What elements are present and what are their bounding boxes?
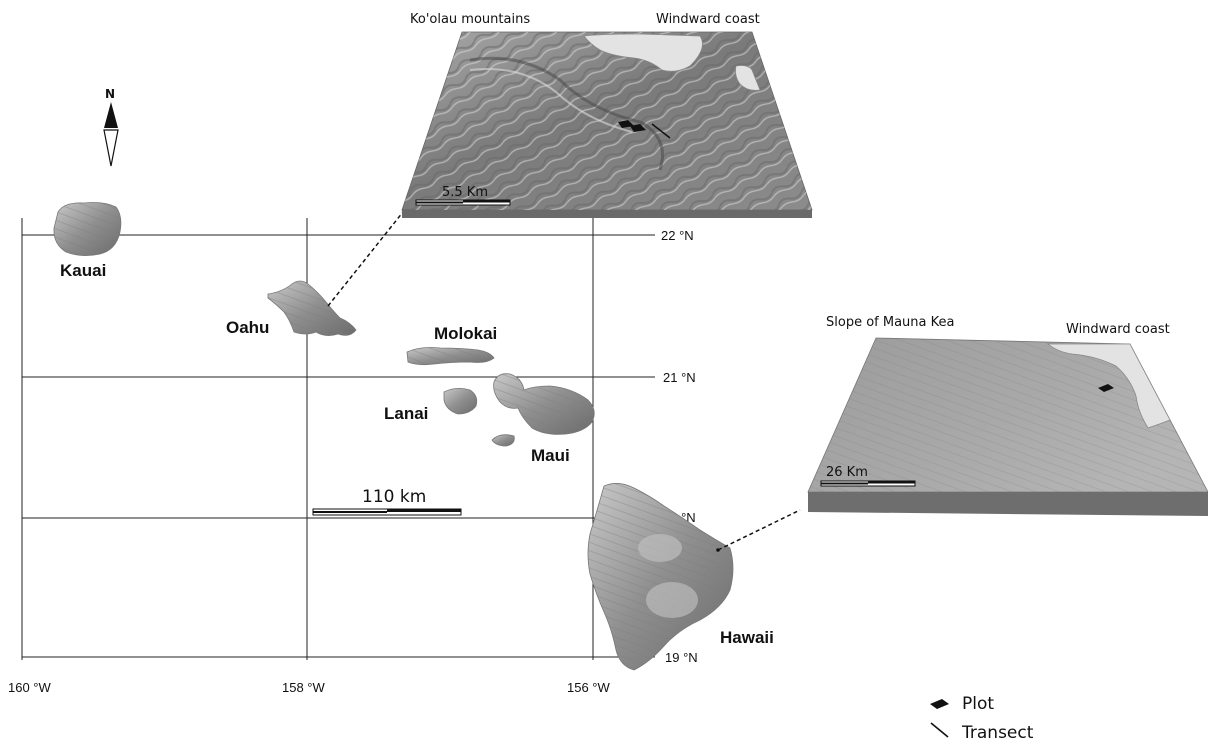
lon-label-158: 158 °W [282,680,326,695]
island-label-maui: Maui [531,446,570,465]
island-label-lanai: Lanai [384,404,428,423]
oahu-inset-left-caption: Ko'olau mountains [410,12,530,27]
legend-label-transect: Transect [961,723,1034,743]
island-hawaii [587,483,734,671]
legend: Plot Transect [930,694,1034,743]
graticule [21,218,655,660]
inset-oahu: 5.5 Km [401,31,813,218]
leader-line-oahu [327,211,404,307]
north-arrow-icon: N [103,87,119,167]
island-lanai [443,388,478,415]
hawaii-inset-right-caption: Windward coast [1066,322,1170,337]
lat-label-19: 19 °N [665,650,698,665]
hawaii-inset-scale-label: 26 Km [826,465,868,480]
island-label-hawaii: Hawaii [720,628,774,647]
main-scale-label: 110 km [362,487,426,507]
oahu-inset-right-caption: Windward coast [656,12,760,27]
island-oahu [267,280,357,336]
plot-marker [630,124,646,132]
plot-icon [930,699,949,709]
leader-line-hawaii [717,509,801,551]
inset-hawaii: 26 Km [807,337,1208,516]
plot-marker [1098,384,1114,392]
island-molokai [406,347,495,366]
lon-label-160: 160 °W [8,680,52,695]
island-kauai [53,202,122,256]
legend-label-plot: Plot [962,694,994,714]
island-label-oahu: Oahu [226,318,269,337]
legend-item-transect: Transect [930,722,1034,743]
transect-icon [930,722,949,738]
legend-item-plot: Plot [930,694,994,714]
hawaii-inset-left-caption: Slope of Mauna Kea [826,315,954,330]
lat-label-22: 22 °N [661,228,694,243]
north-arrow-label: N [105,87,115,101]
lat-label-21: 21 °N [663,370,696,385]
main-scale-bar: 110 km [312,487,462,516]
island-label-kauai: Kauai [60,261,106,280]
lon-label-156: 156 °W [567,680,611,695]
oahu-inset-scale-label: 5.5 Km [442,185,488,200]
island-label-molokai: Molokai [434,324,497,343]
transect-marker [651,123,671,139]
island-maui [491,373,595,447]
